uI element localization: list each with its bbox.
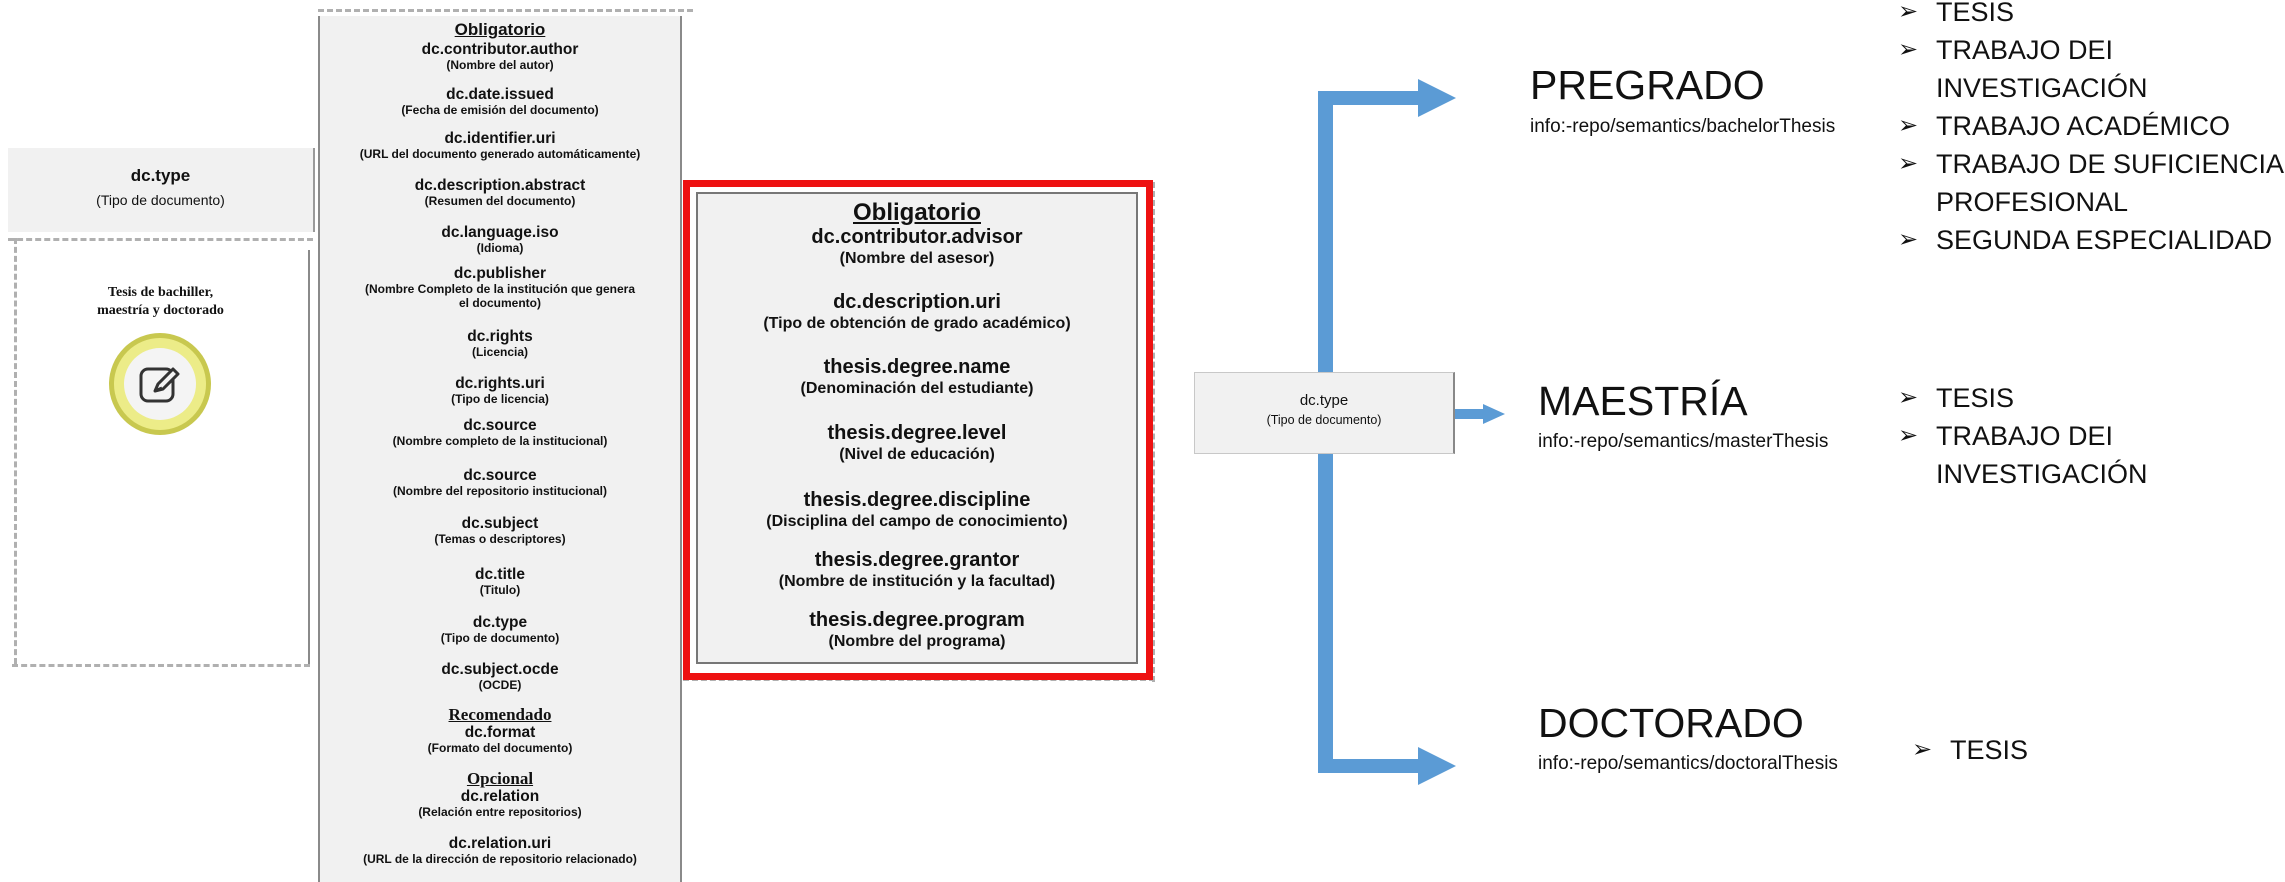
field-format: dc.format (Formato del documento) — [427, 724, 573, 755]
thesis-fields-box: Obligatorio dc.contributor.advisor (Nomb… — [696, 192, 1138, 664]
divider — [12, 664, 310, 667]
edit-icon — [139, 367, 180, 403]
caption-line: Tesis de bachiller, — [107, 285, 214, 300]
thesis-caption: Tesis de bachiller, maestría y doctorado — [18, 284, 303, 320]
list-item: ➢TESIS — [1898, 0, 2015, 27]
list-item: ➢TRABAJO ACADÉMICO — [1898, 111, 2231, 141]
field-title: dc.title (Titulo) — [475, 566, 525, 597]
obligatorio-heading: Obligatorio — [853, 199, 981, 226]
field-source: dc.source (Nombre completo de la institu… — [392, 417, 608, 448]
divider — [308, 250, 310, 664]
field-language-iso: dc.language.iso (Idioma) — [441, 224, 559, 255]
right-dc-type-box: dc.type (Tipo de documento) — [1194, 372, 1455, 454]
left-dc-type-box: dc.type (Tipo de documento) — [8, 148, 315, 232]
left-type-key: dc.type — [130, 166, 191, 185]
arrow-head — [1418, 79, 1456, 117]
degree-uri-pregrado: info:-repo/semantics/bachelorThesis — [1530, 116, 1836, 137]
divider — [14, 238, 17, 664]
list-item: ➢TRABAJO DE SUFICIENCIA — [1898, 149, 2285, 179]
field-degree-grantor: thesis.degree.grantor (Nombre de institu… — [778, 549, 1056, 590]
maestria-list: ➢TESIS ➢TRABAJO DEI INVESTIGACIÓN — [1898, 379, 2148, 493]
field-degree-program: thesis.degree.program (Nombre del progra… — [809, 609, 1025, 650]
divider — [318, 9, 693, 12]
pregrado-list: ➢TESIS ➢TRABAJO DEI INVESTIGACIÓN ➢TRABA… — [1898, 0, 2284, 259]
field-contributor-author: dc.contributor.author (Nombre del autor) — [421, 41, 579, 72]
degree-doctorado: DOCTORADO — [1538, 700, 1804, 746]
field-rights: dc.rights (Licencia) — [467, 328, 533, 359]
list-item: ➢TESIS — [1898, 383, 2015, 413]
divider — [8, 238, 313, 241]
arrow-head — [1418, 747, 1456, 785]
connector-doctorado — [1318, 759, 1420, 773]
field-description-uri: dc.description.uri (Tipo de obtención de… — [763, 291, 1071, 332]
field-identifier-uri: dc.identifier.uri (URL del documento gen… — [359, 130, 641, 161]
degree-uri-maestria: info:-repo/semantics/masterThesis — [1538, 431, 1829, 452]
list-item: ➢SEGUNDA ESPECIALIDAD — [1898, 225, 2273, 255]
caption-line: maestría y doctorado — [97, 303, 224, 318]
field-relation: dc.relation (Relación entre repositorios… — [418, 788, 582, 819]
recomendado-heading: Recomendado — [448, 705, 552, 724]
opcional-heading: Opcional — [466, 769, 534, 788]
list-item: ➢TESIS — [1912, 735, 2029, 765]
list-item: INVESTIGACIÓN — [1936, 459, 2148, 489]
edit-badge — [114, 338, 206, 430]
field-publisher: dc.publisher (Nombre Completo de la inst… — [364, 265, 636, 310]
left-type-desc: (Tipo de documento) — [96, 192, 225, 208]
field-source: dc.source (Nombre del repositorio instit… — [392, 467, 607, 498]
field-degree-discipline: thesis.degree.discipline (Disciplina del… — [766, 489, 1068, 530]
obligatorio-heading: Obligatorio — [454, 20, 546, 39]
field-degree-name: thesis.degree.name (Denominación del est… — [800, 356, 1034, 397]
field-date-issued: dc.date.issued (Fecha de emisión del doc… — [401, 86, 599, 117]
metadata-column: Obligatorio dc.contributor.author (Nombr… — [318, 16, 682, 882]
list-item: PROFESIONAL — [1936, 187, 2129, 217]
field-contributor-advisor: dc.contributor.advisor (Nombre del aseso… — [811, 226, 1023, 267]
list-item: ➢TRABAJO DEI — [1898, 35, 2114, 65]
field-relation-uri: dc.relation.uri (URL de la dirección de … — [363, 835, 637, 866]
connector-pregrado — [1318, 91, 1420, 105]
arrow-head — [1483, 404, 1505, 424]
field-description-abstract: dc.description.abstract (Resumen del doc… — [414, 177, 586, 208]
doctorado-list: ➢TESIS — [1912, 731, 2028, 769]
field-type: dc.type (Tipo de documento) — [440, 614, 560, 645]
connector-maestria — [1455, 409, 1485, 419]
list-item: INVESTIGACIÓN — [1936, 73, 2148, 103]
right-type-key: dc.type — [1299, 392, 1349, 409]
list-item: ➢TRABAJO DEI — [1898, 421, 2114, 451]
field-subject-ocde: dc.subject.ocde (OCDE) — [441, 661, 559, 692]
degree-uri-doctorado: info:-repo/semantics/doctoralThesis — [1538, 753, 1838, 774]
divider — [1152, 182, 1155, 682]
degree-maestria: MAESTRÍA — [1538, 378, 1748, 424]
right-type-desc: (Tipo de documento) — [1266, 413, 1382, 427]
field-rights-uri: dc.rights.uri (Tipo de licencia) — [451, 375, 549, 406]
field-degree-level: thesis.degree.level (Nivel de educación) — [827, 422, 1007, 463]
degree-pregrado: PREGRADO — [1530, 62, 1765, 108]
field-subject: dc.subject (Temas o descriptores) — [434, 515, 566, 546]
